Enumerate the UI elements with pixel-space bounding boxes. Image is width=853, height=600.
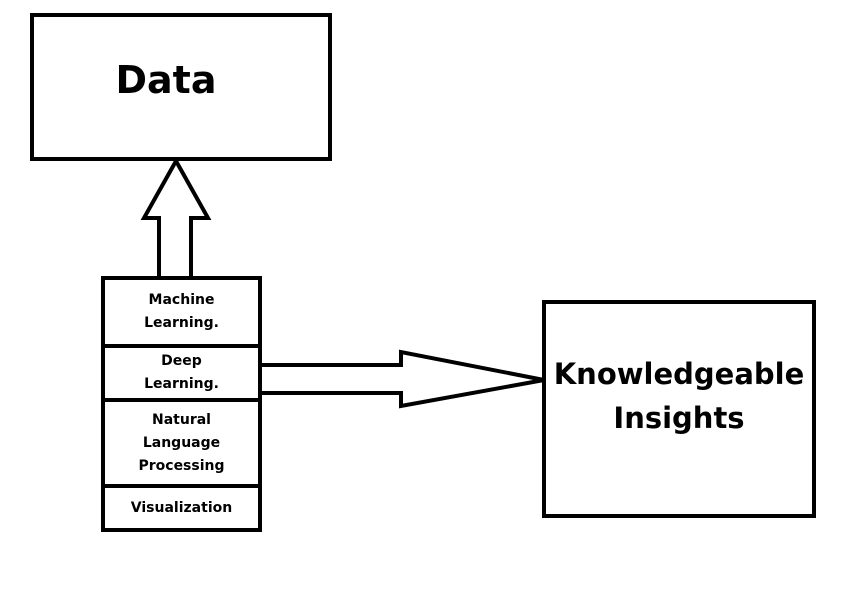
technique-label-line: Language <box>142 434 221 451</box>
technique-label-line: Machine <box>148 292 215 308</box>
technique-label-line: Deep <box>161 353 202 369</box>
technique-label-line: Processing <box>138 457 225 474</box>
technique-deep-learning: Deep Learning. <box>105 344 258 398</box>
technique-label-line: Visualization <box>130 499 233 516</box>
data-node-label: Data <box>115 58 217 102</box>
insights-node: Knowledgeable Insights <box>542 300 816 518</box>
up-arrow-to-data <box>140 156 212 280</box>
technique-visualization: Visualization <box>105 484 258 528</box>
data-node: Data <box>30 13 332 161</box>
insights-label-line: Knowledgeable <box>553 357 805 391</box>
technique-label-line: Learning. <box>144 315 219 331</box>
technique-natural-language-processing: Natural Language Processing <box>105 398 258 484</box>
insights-label-line: Insights <box>613 401 745 435</box>
technique-label-line: Learning. <box>144 376 219 392</box>
techniques-stack: Machine Learning. Deep Learning. Natural… <box>101 276 262 532</box>
right-arrow-to-insights <box>258 349 545 409</box>
technique-label-line: Natural <box>152 411 211 428</box>
technique-machine-learning: Machine Learning. <box>105 280 258 344</box>
